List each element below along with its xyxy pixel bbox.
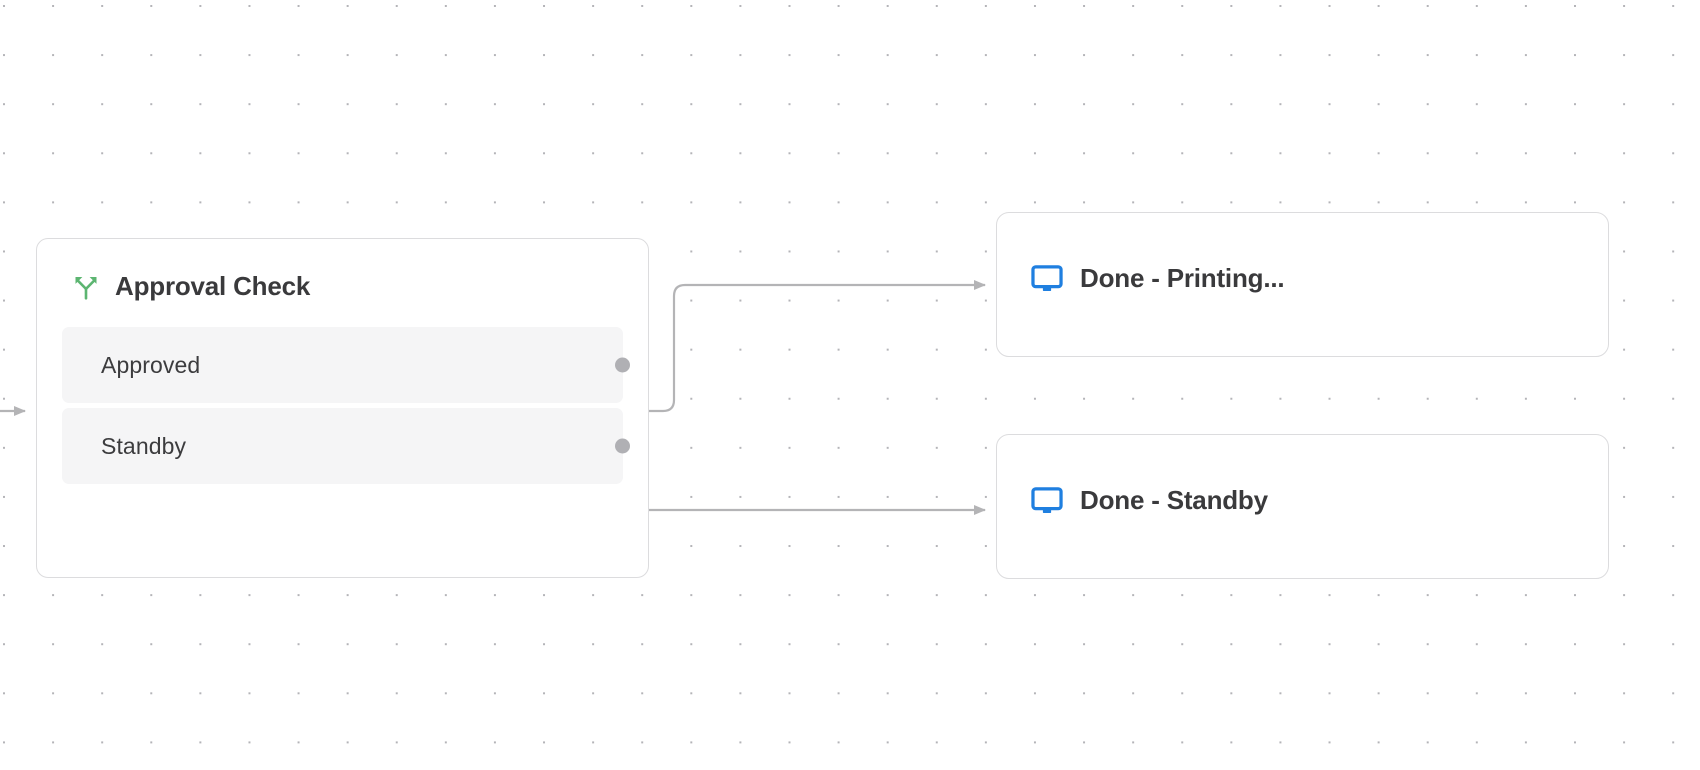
- node-done-standby[interactable]: Done - Standby: [996, 434, 1609, 579]
- node-title: Done - Standby: [1080, 485, 1268, 515]
- monitor-icon: [1031, 486, 1063, 513]
- edge-approved-to-printing: [627, 280, 986, 413]
- output-label: Approved: [101, 351, 201, 378]
- node-header: Done - Printing...: [997, 207, 1608, 350]
- monitor-icon: [1031, 264, 1063, 291]
- output-port-approved[interactable]: [615, 357, 630, 373]
- output-port-standby[interactable]: [615, 438, 630, 454]
- node-done-printing[interactable]: Done - Printing...: [996, 212, 1609, 357]
- output-row-standby[interactable]: Standby: [62, 408, 630, 484]
- output-row-approved[interactable]: Approved: [62, 327, 630, 403]
- node-approval-check[interactable]: Approval Check Approved Standby: [36, 238, 649, 578]
- node-title: Approval Check: [115, 271, 311, 301]
- node-header: Approval Check: [37, 239, 648, 301]
- split-arrow-icon: [75, 276, 97, 300]
- output-label: Standby: [101, 432, 187, 459]
- node-title: Done - Printing...: [1080, 263, 1285, 293]
- node-outputs: Approved Standby: [37, 327, 648, 484]
- node-header: Done - Standby: [997, 429, 1608, 572]
